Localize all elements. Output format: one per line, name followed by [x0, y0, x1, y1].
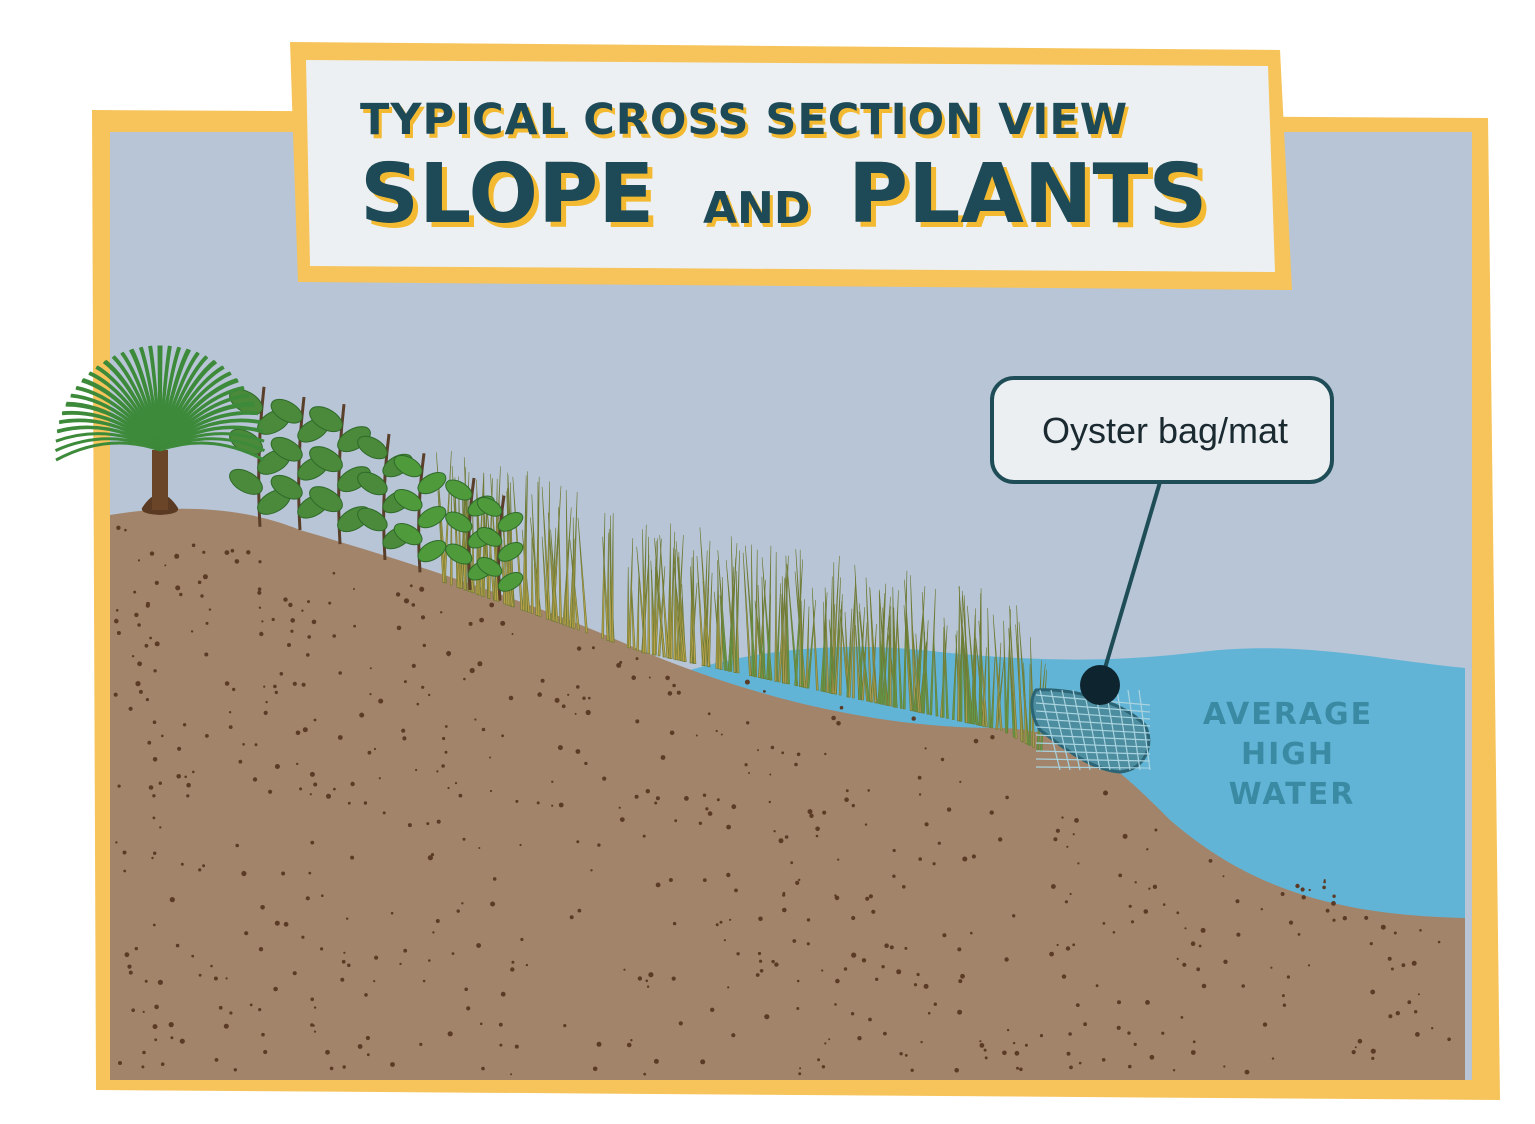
title-and-shadow: AND: [706, 187, 813, 238]
palm-tree-icon: [54, 345, 266, 515]
title-slope: SLOPE: [360, 147, 654, 242]
page-title: TYPICAL CROSS SECTION VIEW TYPICAL CROSS…: [360, 95, 1212, 247]
mangrove-shrub-icon: [229, 386, 524, 601]
title-plants-shadow: PLANTS: [853, 152, 1212, 247]
title-line1-shadow: TYPICAL CROSS SECTION VIEW: [363, 99, 1131, 149]
title-line1: TYPICAL CROSS SECTION VIEW: [360, 95, 1128, 145]
marsh-grass-icon: [436, 450, 1047, 752]
callout-label: Oyster bag/mat: [1042, 410, 1288, 451]
title-slope-shadow: SLOPE: [365, 152, 659, 247]
title-and: AND: [703, 183, 810, 234]
title-banner: [306, 60, 1275, 272]
callout-anchor-dot: [1080, 665, 1120, 705]
title-plants: PLANTS: [848, 147, 1207, 242]
callout-box: Oyster bag/mat: [990, 376, 1334, 484]
oyster-bag-icon: [1030, 688, 1151, 774]
water-label-line2: HIGH: [1241, 737, 1335, 772]
water-label-line3: WATER: [1229, 777, 1356, 812]
callout-leader-line: [1098, 481, 1162, 686]
water-label: AVERAGE HIGH WATER: [1203, 697, 1373, 812]
water-label-line1: AVERAGE: [1203, 697, 1373, 732]
soil-specks: [113, 525, 1451, 1076]
